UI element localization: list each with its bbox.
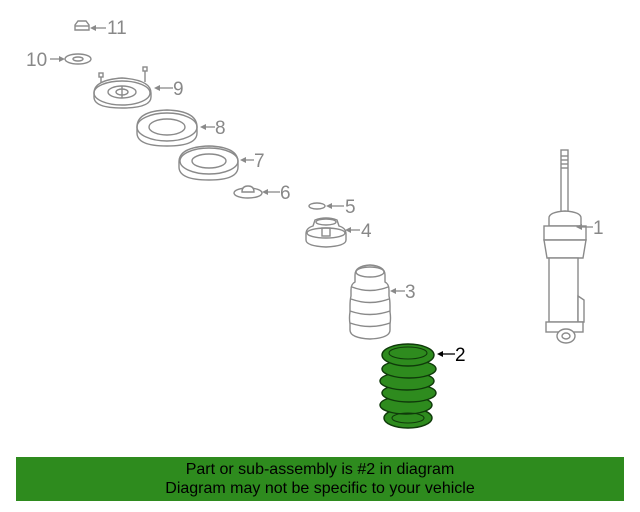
callout-7: 7 [240, 151, 265, 172]
part-2-coil-spring[interactable] [379, 343, 437, 429]
part-11-nut[interactable] [74, 20, 90, 31]
callout-10: 10 [26, 50, 65, 71]
banner-line-2: Diagram may not be specific to your vehi… [165, 480, 475, 497]
callout-4-label: 4 [361, 221, 372, 242]
callout-8-label: 8 [215, 118, 226, 139]
banner-line-1: Part or sub-assembly is #2 in diagram [185, 461, 455, 478]
callout-11: 11 [90, 18, 127, 39]
callout-5-label: 5 [345, 197, 356, 218]
callout-10-label: 10 [26, 50, 47, 71]
callout-2: 2 [437, 345, 466, 366]
part-5-ring[interactable] [308, 202, 326, 210]
info-banner: Part or sub-assembly is #2 in diagram Di… [16, 457, 624, 501]
callout-9-label: 9 [173, 79, 184, 100]
callout-3-label: 3 [405, 282, 416, 303]
part-1-strut[interactable] [543, 149, 587, 344]
part-6-bushing[interactable] [233, 185, 263, 199]
callout-9: 9 [154, 79, 184, 100]
callout-1: 1 [576, 218, 604, 239]
callout-1-label: 1 [593, 218, 604, 239]
callout-2-label: 2 [455, 345, 466, 366]
callout-8: 8 [200, 118, 226, 139]
callout-5: 5 [326, 197, 356, 218]
part-4-bump-stop[interactable] [305, 217, 347, 248]
part-3-dust-boot[interactable] [348, 264, 392, 340]
callout-3: 3 [390, 282, 416, 303]
part-8-upper-seat[interactable] [136, 109, 198, 147]
callout-11-label: 11 [107, 18, 127, 39]
callout-6-label: 6 [280, 183, 291, 204]
part-7-insulator[interactable] [178, 145, 239, 181]
callout-4: 4 [345, 221, 372, 242]
part-10-washer[interactable] [64, 53, 92, 65]
callout-6: 6 [262, 183, 291, 204]
part-9-strut-mount[interactable] [93, 66, 152, 109]
callout-7-label: 7 [254, 151, 265, 172]
